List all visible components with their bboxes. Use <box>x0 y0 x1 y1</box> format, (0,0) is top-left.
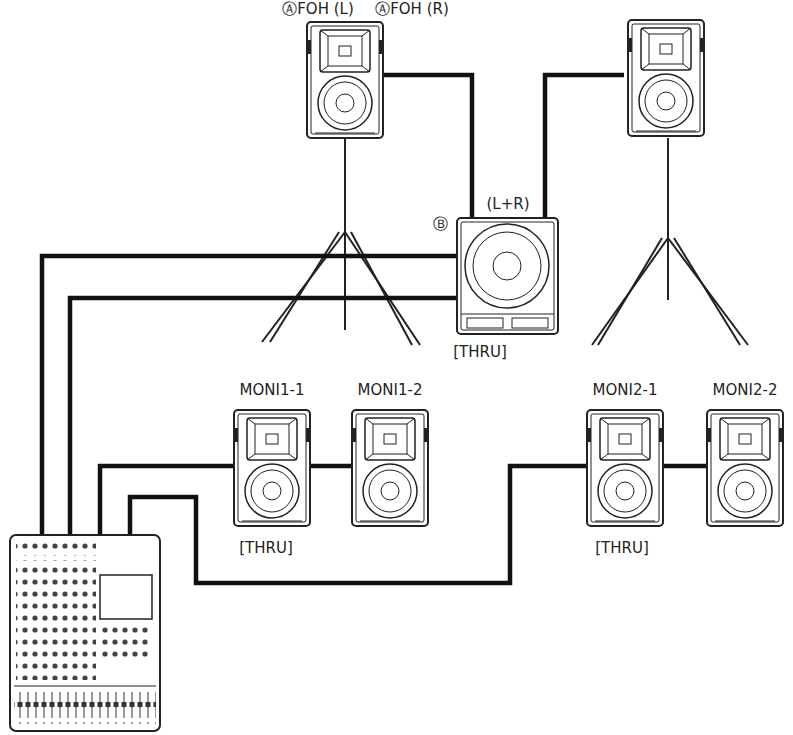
channel-label: (L+R) <box>484 196 531 213</box>
speaker-label: MONI2-2 <box>711 382 780 399</box>
speaker-label: MONI2-1 <box>591 382 660 399</box>
speaker-label: MONI1-1 <box>238 382 307 399</box>
port-label: [THRU] <box>451 344 509 361</box>
speaker-label: ⒶFOH (R) <box>373 1 451 18</box>
speaker-label: MONI1-2 <box>356 382 425 399</box>
port-label: [THRU] <box>593 540 651 557</box>
port-label: [THRU] <box>237 540 295 557</box>
speaker-label: ⒶFOH (L) <box>280 1 356 18</box>
callout-letter: Ⓑ <box>431 216 450 233</box>
